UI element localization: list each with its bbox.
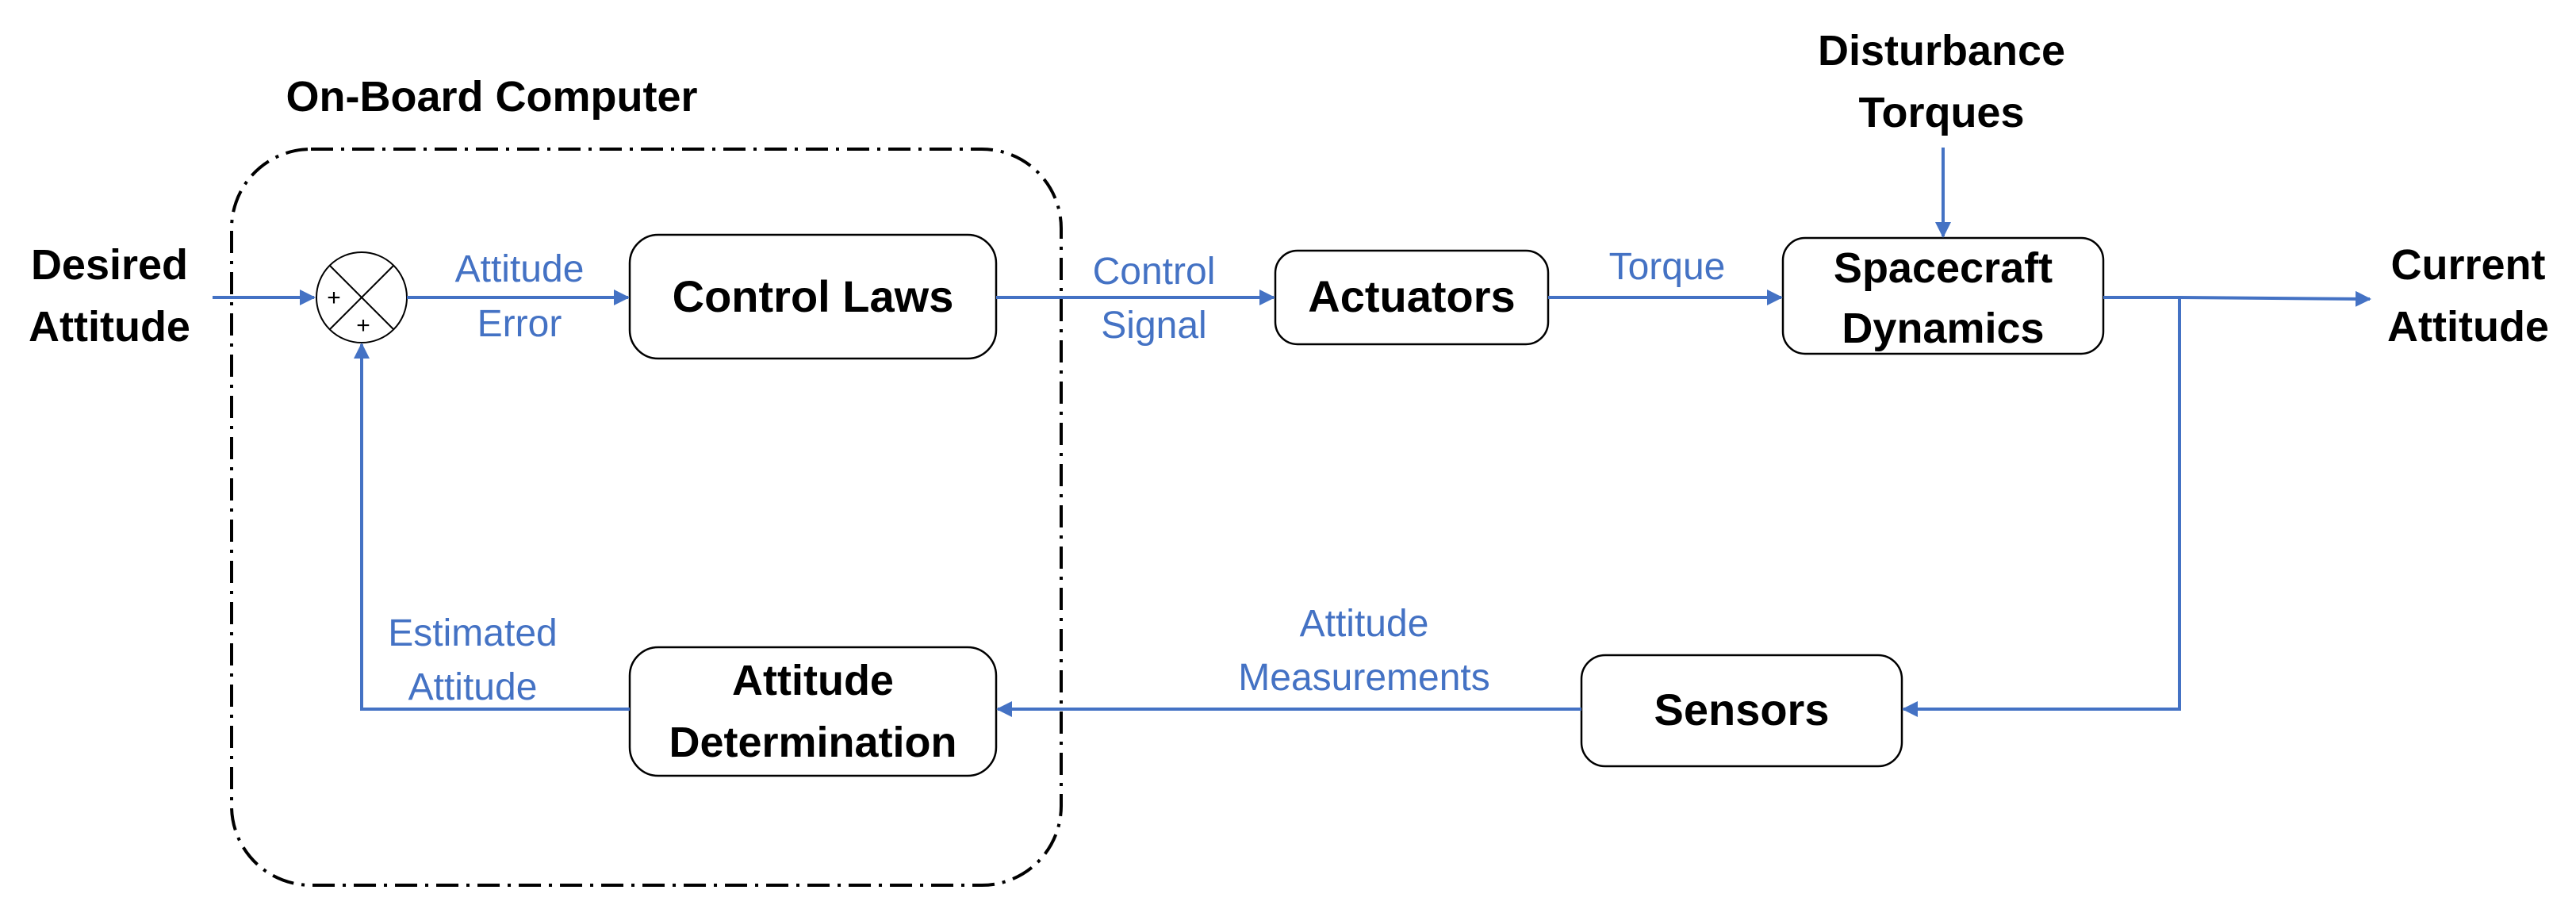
attitude-determination-label: Attitude [732, 657, 894, 704]
summing-junction: + + [316, 251, 408, 343]
spacecraft-dynamics-block: Spacecraft Dynamics [1781, 236, 2105, 355]
attitude-measurements-label: Measurements [1238, 657, 1489, 699]
estimated-attitude-arrow [354, 343, 630, 711]
summing-sign-bottom: + [356, 313, 370, 339]
estimated-attitude-label: Estimated [388, 612, 557, 654]
estimated-attitude-label: Attitude [408, 666, 538, 708]
feedback-to-sensors-arrow [1902, 297, 2181, 717]
control-laws-block: Control Laws [628, 233, 998, 360]
attitude-determination-label: Determination [669, 719, 956, 766]
actuators-label: Actuators [1308, 271, 1515, 321]
torque-label: Torque [1609, 246, 1726, 288]
current-attitude-label: Attitude [2387, 303, 2549, 351]
disturbance-torques-label: Disturbance [1818, 27, 2065, 75]
sensors-label: Sensors [1654, 685, 1830, 734]
control-laws-label: Control Laws [673, 271, 954, 321]
attitude-determination-block: Attitude Determination [628, 646, 998, 777]
attitude-error-label: Attitude [455, 248, 585, 290]
current-attitude-arrow [2103, 290, 2371, 307]
desired-attitude-label: Attitude [29, 303, 190, 351]
desired-attitude-label: Desired [31, 241, 188, 289]
attitude-error-label: Error [477, 303, 562, 345]
spacecraft-dynamics-label: Dynamics [1842, 305, 2044, 352]
on-board-computer-group [230, 148, 1063, 887]
sensors-block: Sensors [1580, 654, 1903, 768]
control-signal-label: Control [1093, 251, 1216, 293]
actuators-block: Actuators [1274, 249, 1550, 346]
on-board-computer-label: On-Board Computer [286, 73, 698, 121]
spacecraft-dynamics-label: Spacecraft [1834, 244, 2053, 292]
summing-sign-left: + [327, 285, 341, 311]
current-attitude-label: Current [2390, 241, 2545, 289]
disturbance-torques-label: Torques [1858, 89, 2024, 136]
attitude-measurements-label: Attitude [1300, 603, 1429, 645]
control-signal-label: Signal [1101, 305, 1206, 347]
